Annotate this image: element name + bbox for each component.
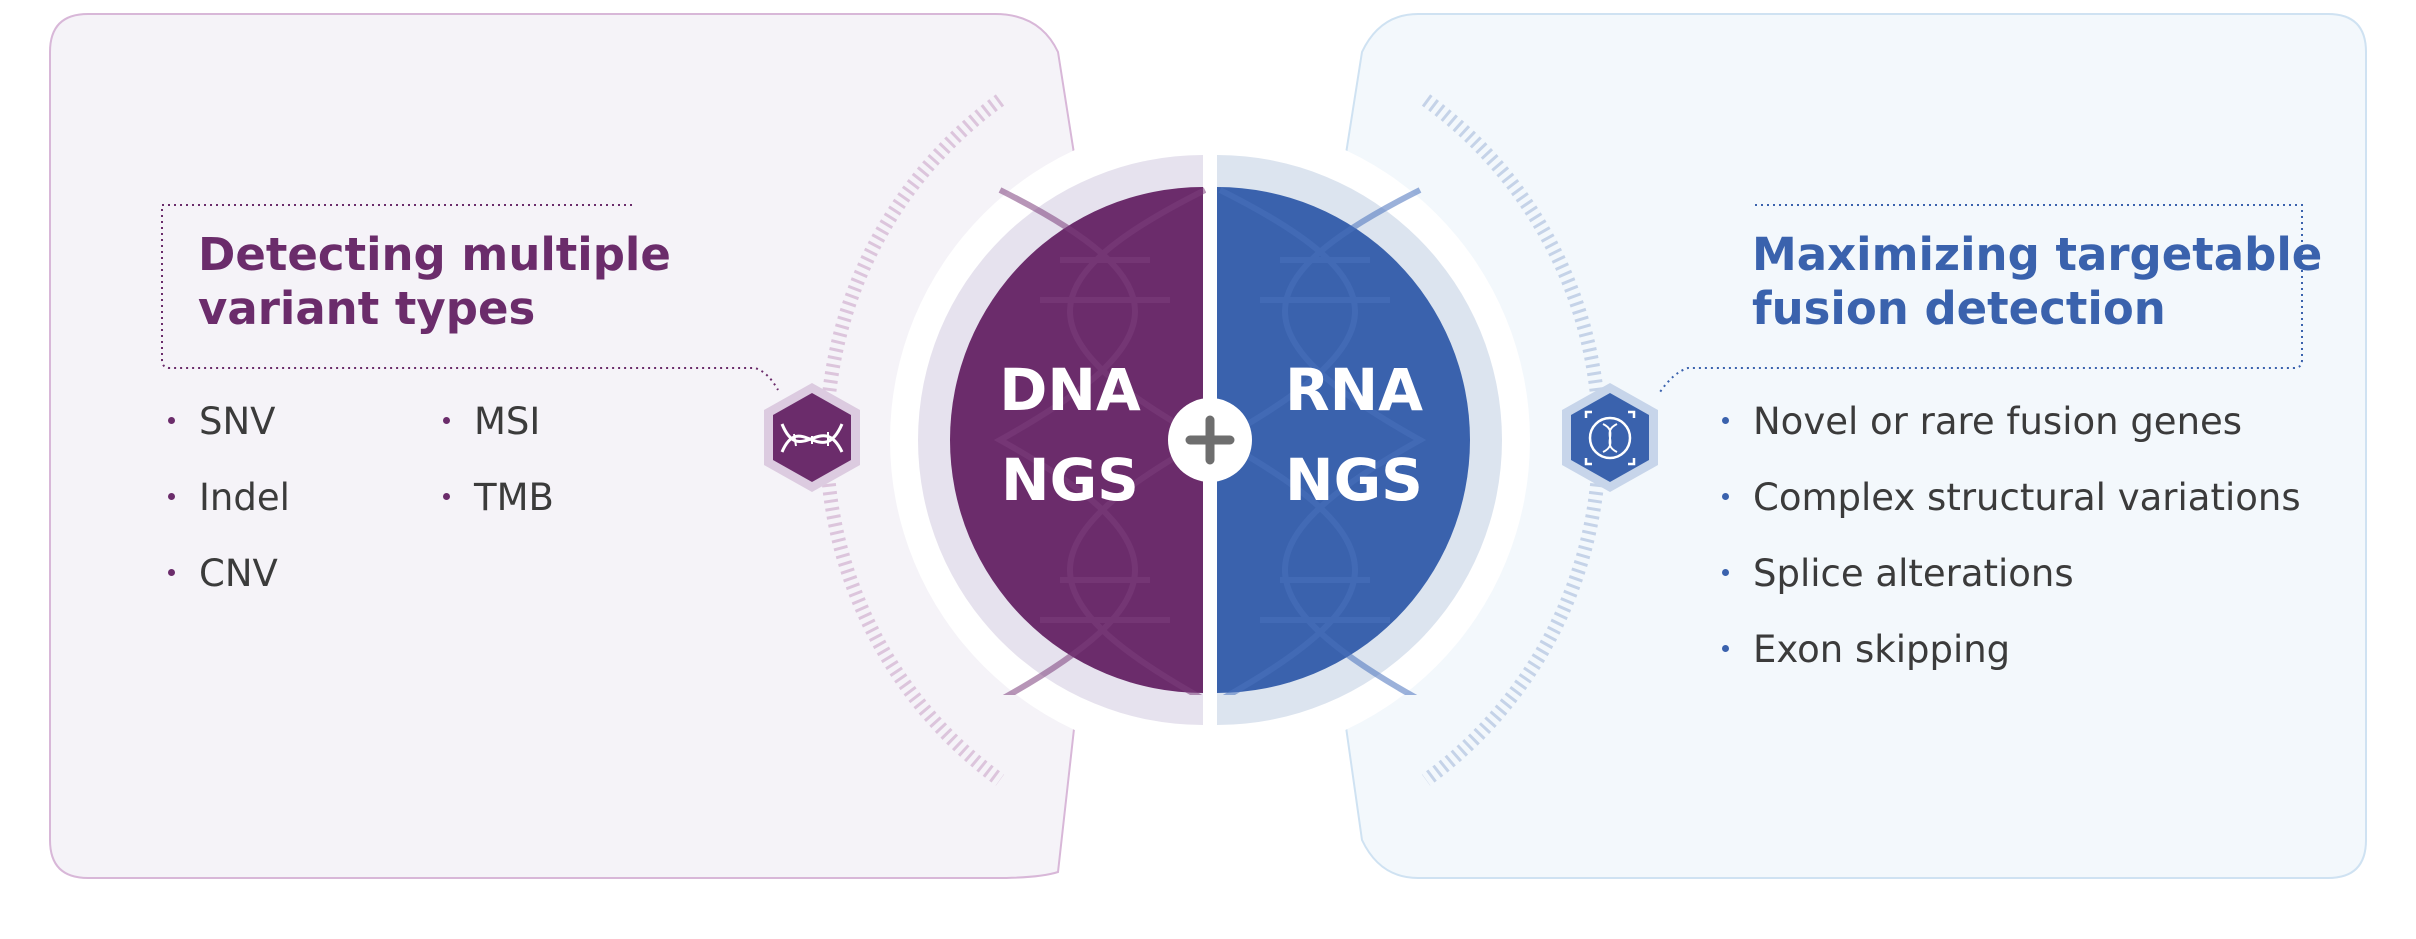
rna-panel-title-line1: Maximizing targetable bbox=[1752, 228, 2323, 281]
list-item-label: SNV bbox=[199, 400, 276, 443]
dna-scan-icon bbox=[1562, 383, 1658, 492]
list-item: TMB bbox=[443, 476, 554, 520]
list-item: SNV bbox=[168, 400, 275, 444]
list-item: MSI bbox=[443, 400, 540, 444]
dna-panel-title-line1: Detecting multiple bbox=[198, 228, 671, 281]
dna-half-circle bbox=[950, 187, 1203, 693]
list-item-label: Complex structural variations bbox=[1753, 476, 2301, 519]
dna-panel-title-line2: variant types bbox=[198, 282, 536, 335]
dna-ngs-label: DNA NGS bbox=[970, 345, 1170, 525]
rna-ngs-label: RNA NGS bbox=[1254, 345, 1454, 525]
dna-label-line2: NGS bbox=[1001, 446, 1139, 514]
dna-title-frame bbox=[161, 204, 779, 391]
list-item-label: CNV bbox=[199, 552, 278, 595]
rna-label-line2: NGS bbox=[1285, 446, 1423, 514]
dna-dashed-arc bbox=[819, 94, 1005, 786]
rna-panel-background bbox=[1344, 13, 2367, 879]
dna-panel-background bbox=[49, 13, 1076, 879]
list-item-label: Novel or rare fusion genes bbox=[1753, 400, 2243, 443]
list-item: Complex structural variations bbox=[1722, 476, 2301, 520]
rna-title-frame bbox=[1659, 204, 2303, 393]
list-item: Splice alterations bbox=[1722, 552, 2074, 596]
rna-label-line1: RNA bbox=[1284, 356, 1424, 424]
list-item: Indel bbox=[168, 476, 290, 520]
list-item-label: Splice alterations bbox=[1753, 552, 2074, 595]
list-item-label: Exon skipping bbox=[1753, 628, 2011, 671]
rna-panel-title-line2: fusion detection bbox=[1752, 282, 2166, 335]
plus-icon bbox=[1185, 415, 1235, 465]
dna-panel-title: Detecting multiple variant types bbox=[198, 228, 671, 336]
list-item-label: Indel bbox=[199, 476, 290, 519]
list-item: CNV bbox=[168, 552, 278, 596]
dna-label-line1: DNA bbox=[999, 356, 1141, 424]
list-item-label: TMB bbox=[474, 476, 554, 519]
list-item: Exon skipping bbox=[1722, 628, 2010, 672]
rna-panel-title: Maximizing targetable fusion detection bbox=[1752, 228, 2322, 336]
rna-dashed-arc bbox=[1421, 94, 1607, 786]
dna-helix-icon bbox=[764, 383, 860, 492]
list-item-label: MSI bbox=[474, 400, 541, 443]
list-item: Novel or rare fusion genes bbox=[1722, 400, 2242, 444]
rna-half-circle bbox=[1217, 187, 1470, 693]
